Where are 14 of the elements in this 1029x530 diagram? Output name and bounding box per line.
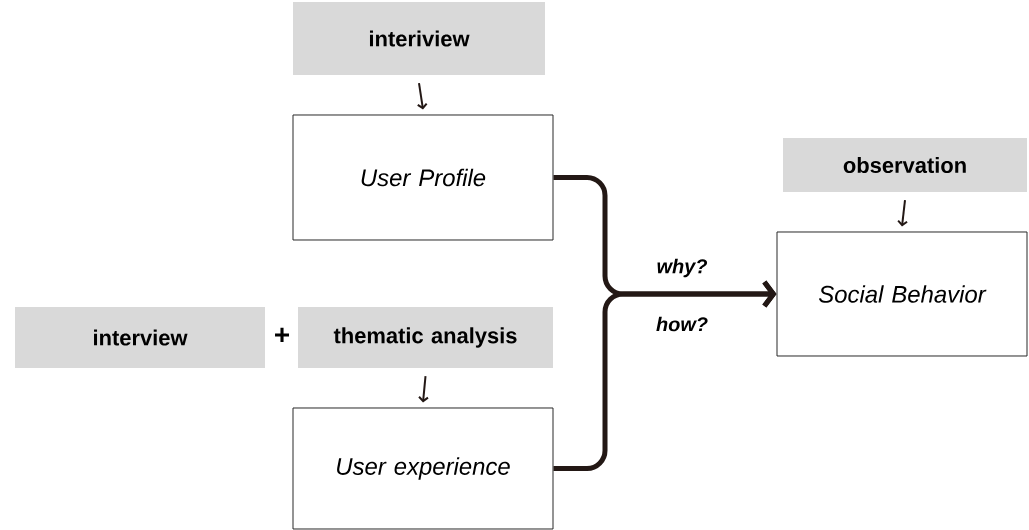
arrow [416, 82, 428, 110]
merge-arrow [553, 280, 777, 471]
edge-label: why? [657, 258, 708, 278]
method-box: observation [783, 138, 1027, 192]
plus-sign: + [275, 327, 289, 342]
process-box: User experience [292, 407, 554, 530]
process-box: User Profile [292, 114, 554, 241]
arrow [897, 199, 909, 227]
method-box: interiview [293, 2, 545, 75]
method-box: thematic analysis [298, 307, 553, 368]
process-box: Social Behavior [776, 231, 1028, 357]
method-box: interview [15, 307, 265, 368]
arrow [418, 375, 429, 403]
edge-label: how? [656, 316, 708, 332]
